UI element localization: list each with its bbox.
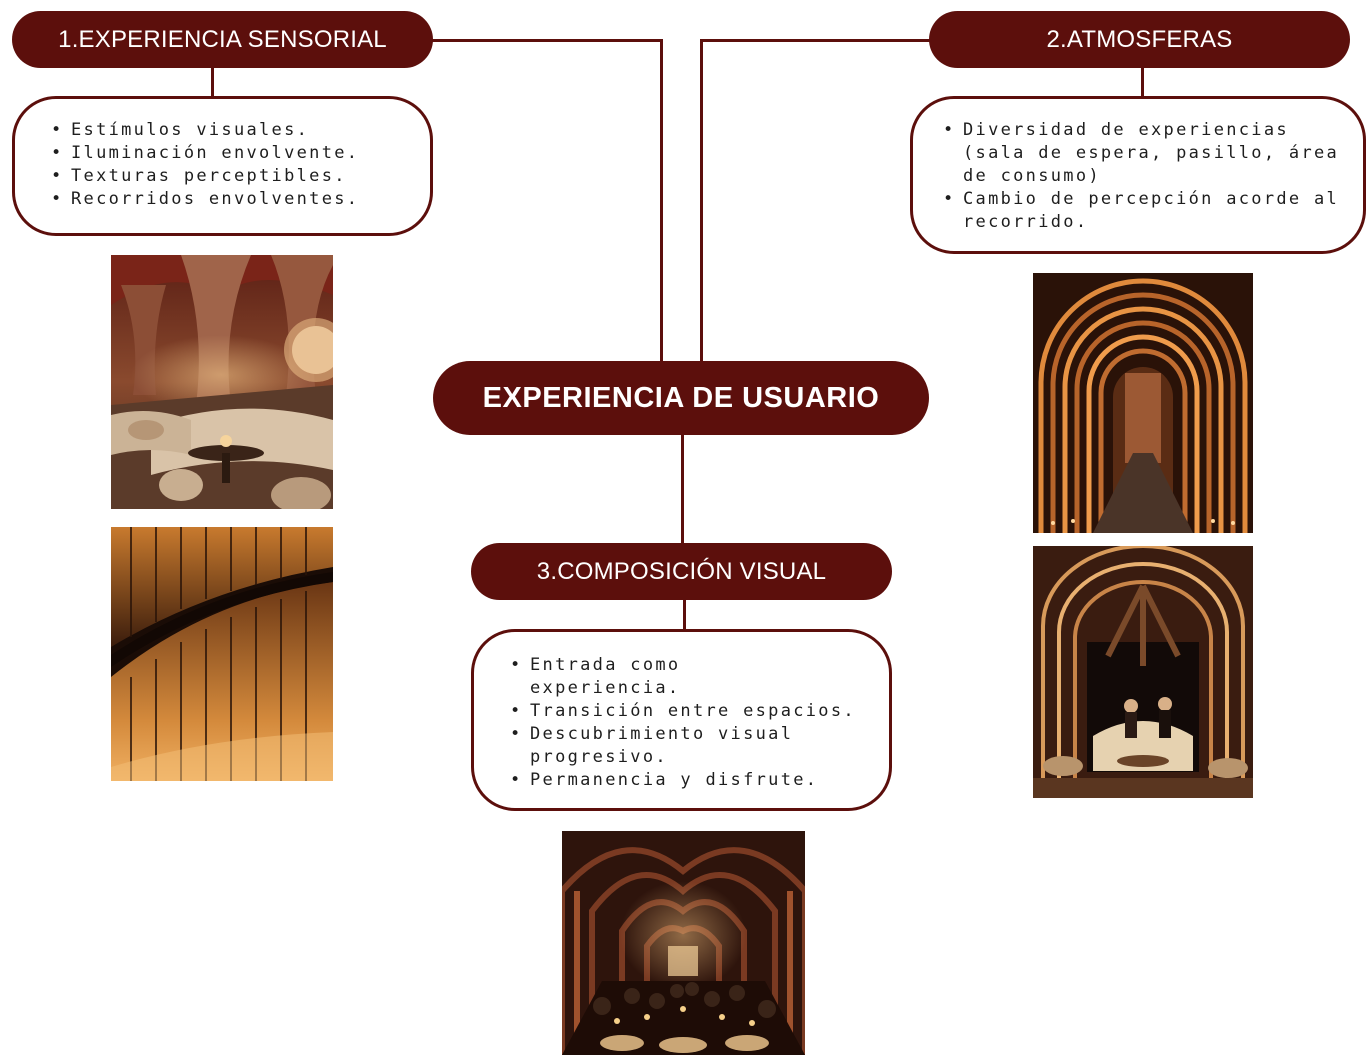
- connector-node2-pill-to-box: [1141, 66, 1144, 98]
- node-title-experiencia-sensorial: 1.EXPERIENCIA SENSORIAL: [12, 11, 433, 68]
- node-box-experiencia-sensorial: Estímulos visuales. Iluminación envolven…: [12, 96, 433, 236]
- connector-node1-pill-to-box: [211, 66, 214, 98]
- node-box-composicion-visual: Entrada como experiencia. Transición ent…: [471, 629, 892, 811]
- list-item: Cambio de percepción acorde al recorrido…: [943, 188, 1353, 234]
- photo-vaulted-hall: [562, 831, 805, 1055]
- list-item: Diversidad de experiencias (sala de espe…: [943, 119, 1353, 188]
- list-item: Estímulos visuales.: [51, 119, 410, 142]
- photo-arched-nook: [1033, 546, 1253, 798]
- list-item: Iluminación envolvente.: [51, 142, 410, 165]
- connector-node1-horizontal: [430, 39, 663, 42]
- connector-node2-horizontal: [700, 39, 932, 42]
- list-item: Descubrimiento visual progresivo.: [510, 723, 840, 769]
- list-item: Permanencia y disfrute.: [510, 769, 869, 792]
- list-item: Recorridos envolventes.: [51, 188, 410, 211]
- node-title-composicion-visual: 3.COMPOSICIÓN VISUAL: [471, 543, 892, 600]
- connector-center-to-node3: [681, 433, 684, 545]
- photo-curved-wall: [111, 527, 333, 781]
- list-item: Entrada como experiencia.: [510, 654, 730, 700]
- bullet-list: Estímulos visuales. Iluminación envolven…: [51, 119, 410, 211]
- connector-node3-pill-to-box: [683, 598, 686, 630]
- bullet-list: Diversidad de experiencias (sala de espe…: [943, 119, 1353, 234]
- list-item: Transición entre espacios.: [510, 700, 869, 723]
- list-item: Texturas perceptibles.: [51, 165, 410, 188]
- connector-node1-vertical: [660, 39, 663, 361]
- node-box-atmosferas: Diversidad de experiencias (sala de espe…: [910, 96, 1366, 254]
- node-title-atmosferas: 2.ATMOSFERAS: [929, 11, 1350, 68]
- center-title: EXPERIENCIA DE USUARIO: [433, 361, 929, 435]
- connector-node2-vertical: [700, 39, 703, 361]
- photo-arched-tunnel: [1033, 273, 1253, 533]
- photo-lounge-columns: [111, 255, 333, 509]
- bullet-list: Entrada como experiencia. Transición ent…: [510, 654, 869, 792]
